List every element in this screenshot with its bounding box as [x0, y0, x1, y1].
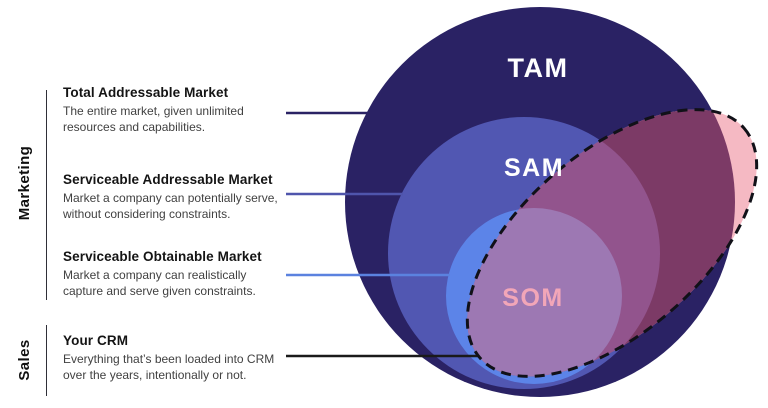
section-heading: Your CRM: [63, 333, 129, 348]
section-desc-line: without considering constraints.: [63, 207, 231, 221]
marketing-side-label: Marketing: [16, 145, 33, 221]
marketing-bracket-line: [46, 90, 47, 300]
section-desc-line: Everything that’s been loaded into CRM: [63, 352, 275, 366]
sales-bracket-line: [46, 325, 47, 396]
sales-side-label: Sales: [16, 339, 33, 381]
section-desc-line: Market a company can potentially serve,: [63, 191, 278, 205]
crm-ellipse-dashed-outline: [465, 108, 759, 378]
section-desc-line: resources and capabilities.: [63, 120, 206, 134]
section-serviceable-obtainable-market: Serviceable Obtainable Market Market a c…: [63, 249, 313, 299]
section-desc-line: over the years, intentionally or not.: [63, 368, 247, 382]
section-heading: Serviceable Obtainable Market: [63, 249, 262, 264]
section-desc-line: capture and serve given constraints.: [63, 284, 256, 298]
section-serviceable-addressable-market: Serviceable Addressable Market Market a …: [63, 172, 313, 222]
section-heading: Serviceable Addressable Market: [63, 172, 273, 187]
section-your-crm: Your CRM Everything that’s been loaded i…: [63, 333, 313, 383]
sam-circle-label: SAM: [504, 154, 564, 182]
section-total-addressable-market: Total Addressable Market The entire mark…: [63, 85, 313, 135]
section-desc-line: The entire market, given unlimited: [63, 104, 244, 118]
section-desc-line: Market a company can realistically: [63, 268, 247, 282]
som-circle-label: SOM: [502, 284, 563, 312]
tam-circle-label: TAM: [508, 53, 569, 83]
section-heading: Total Addressable Market: [63, 85, 229, 100]
